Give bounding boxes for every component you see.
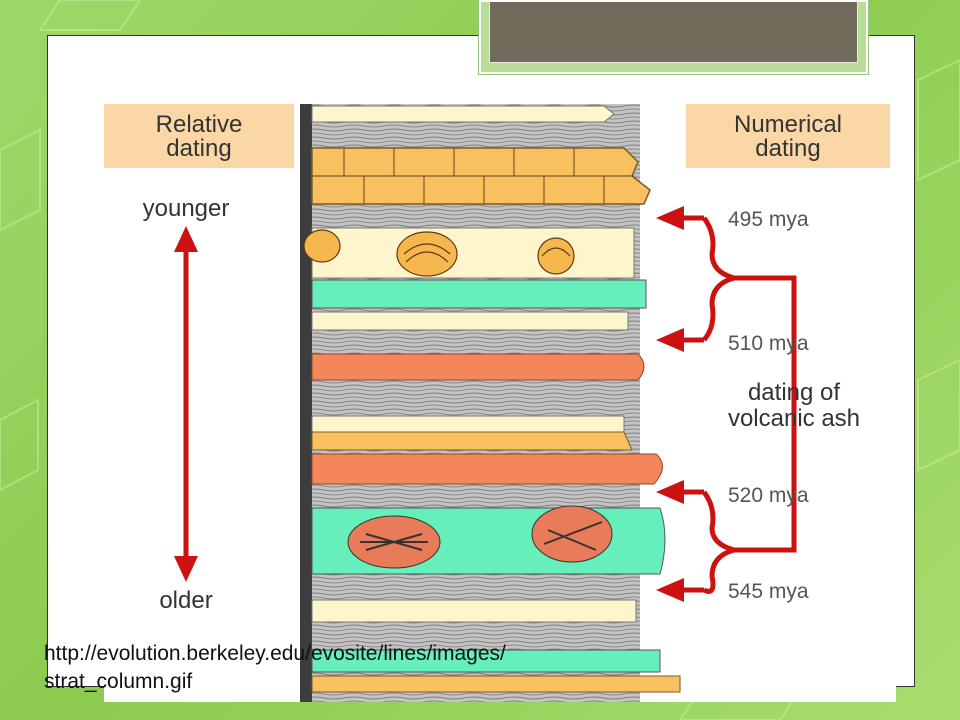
limestone-middle (311, 311, 629, 331)
limestone-bottom (311, 599, 637, 623)
strata-column (300, 104, 681, 702)
younger-label: younger (143, 195, 230, 222)
time-direction-arrow (174, 226, 198, 582)
title-placeholder (479, 0, 868, 74)
orange-layer-upper (311, 353, 645, 381)
clam-shell-icon (303, 229, 575, 277)
older-label: older (159, 587, 212, 614)
sandstone-bottom (311, 675, 681, 693)
sandstone-layer-lower (311, 431, 633, 451)
date-label: 545 mya (728, 580, 809, 603)
limestone-top (311, 105, 615, 123)
date-label: 510 mya (728, 332, 809, 355)
date-arrowheads (656, 206, 684, 602)
sandstone-bricks-upper (312, 148, 634, 204)
date-label: 520 mya (728, 484, 809, 507)
date-label: 495 mya (728, 208, 809, 231)
trilobite-icon (347, 505, 613, 569)
orange-layer-lower (311, 453, 663, 485)
teal-layer-bottom (311, 649, 661, 673)
title-placeholder-fill (489, 2, 858, 63)
limestone-lower (311, 415, 625, 433)
shell-fossil-layer (311, 227, 635, 279)
image-source-caption: http://evolution.berkeley.edu/evosite/li… (44, 642, 506, 693)
teal-layer-upper (311, 279, 647, 309)
